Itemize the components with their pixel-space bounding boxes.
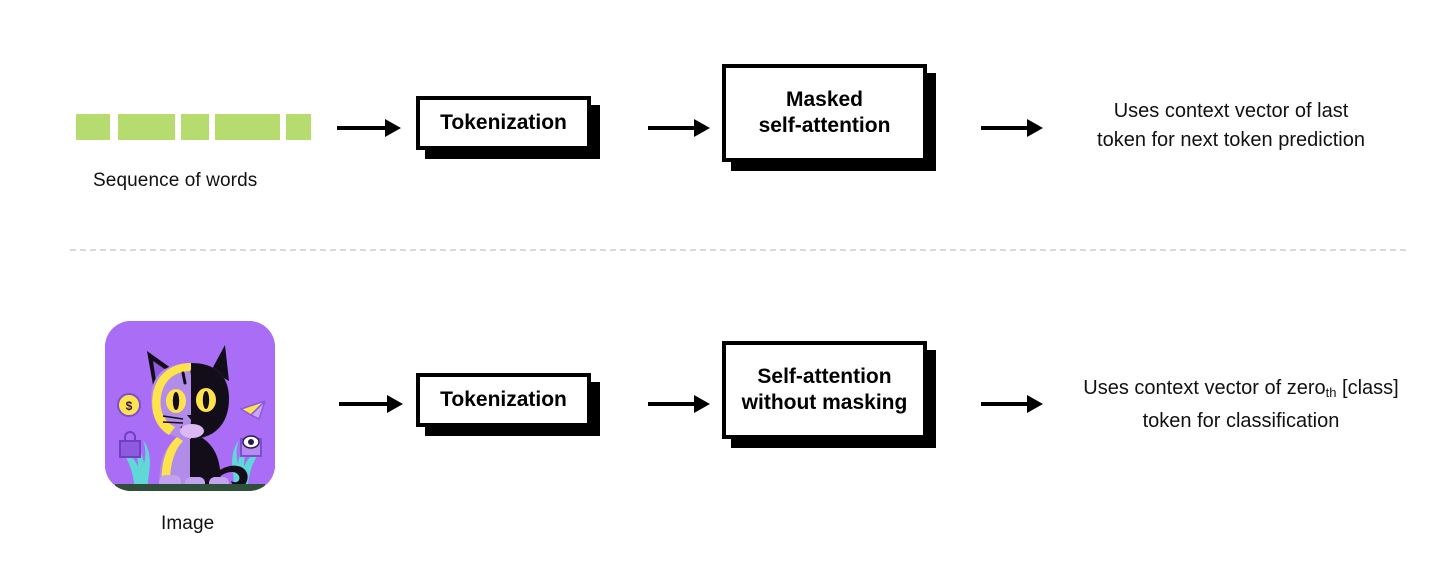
plant-left-icon [119,440,150,491]
keyboard-strip [115,484,265,491]
tokenization-box-label: Tokenization [440,388,567,411]
arrow-attention-to-output [981,116,1043,140]
arrow-image-to-tokenization [339,392,403,416]
box-surface: Tokenization [416,96,591,150]
word-block [286,114,311,140]
tokenization-box[interactable]: Tokenization [416,96,600,159]
classification-line1: Uses context vector of zeroth [class] [1083,377,1399,400]
image-caption: Image [161,513,215,534]
arrow-tokenization-to-attention [648,116,710,140]
tokenization-box-label: Tokenization [440,111,567,134]
masked-self-attention-box-label: Masked self-attention [758,88,891,137]
box-surface: Masked self-attention [722,64,927,162]
classification-line1-suffix: [class] [1336,377,1399,399]
sequence-of-words-caption: Sequence of words [93,170,258,191]
self-attention-without-masking-box[interactable]: Self-attention without masking [722,341,936,448]
classification-line1-subscript: th [1325,385,1337,400]
next-token-prediction-line2: token for next token prediction [1097,129,1365,151]
masked-self-attention-box[interactable]: Masked self-attention [722,64,936,171]
cat-image: $ [105,321,275,491]
cat-illustration: $ [105,321,275,491]
arrow-attention-to-output [981,392,1043,416]
word-block [118,114,175,140]
classification-line1-prefix: Uses context vector of zero [1083,377,1326,399]
box-surface: Self-attention without masking [722,341,927,439]
arrow-tokenization-to-attention [648,392,710,416]
box-surface: Tokenization [416,373,591,427]
cat-eyes [166,388,216,413]
next-token-prediction-text: Uses context vector of last token for ne… [1058,97,1404,155]
word-block [215,114,280,140]
eye-icon [240,435,262,457]
shopping-bag-icon [119,431,141,458]
classification-line2: token for classification [1142,410,1340,432]
next-token-prediction-line1: Uses context vector of last [1113,100,1349,122]
word-block [76,114,110,140]
cat-nose [180,415,204,438]
dollar-coin-icon: $ [117,393,141,417]
classification-text: Uses context vector of zeroth [class] to… [1058,374,1424,436]
tokenization-box[interactable]: Tokenization [416,373,600,436]
arrow-input-to-tokenization [337,116,401,140]
word-block [181,114,209,140]
cat-whiskers [162,415,222,424]
cat-tail [218,465,248,488]
self-attention-without-masking-box-label: Self-attention without masking [741,365,908,414]
svg-text:$: $ [126,399,133,413]
paper-plane-icon [239,400,266,421]
row-divider [70,249,1406,251]
